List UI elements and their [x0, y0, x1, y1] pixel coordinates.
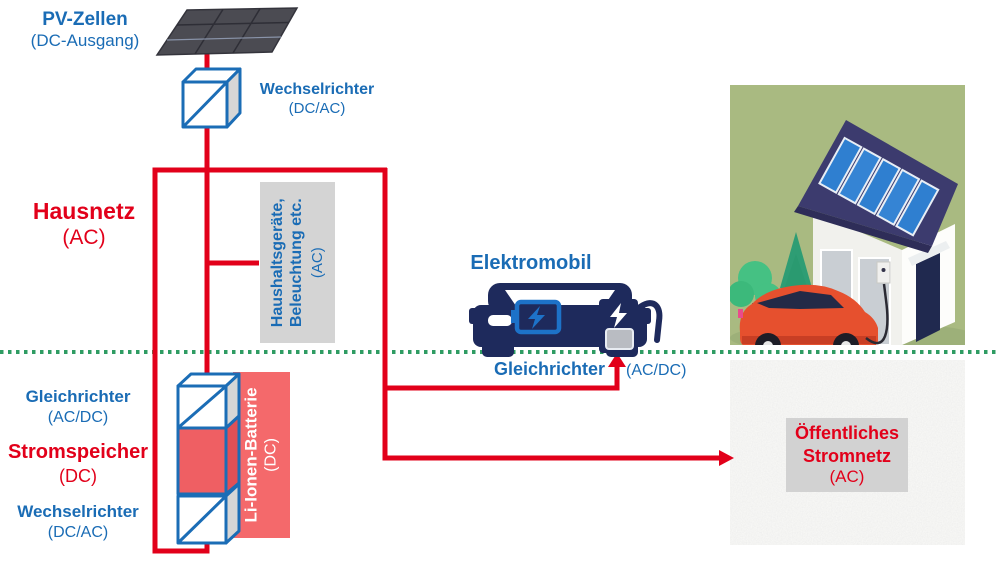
red-arrowheads	[556, 310, 734, 466]
storage-rectifier-label: Gleichrichter (AC/DC)	[0, 387, 156, 427]
pv-panel-icon	[155, 7, 299, 56]
inverter-top-subtitle: (DC/AC)	[288, 99, 346, 117]
pv-label: PV-Zellen (DC-Ausgang)	[5, 8, 165, 52]
hausnetz-label: Hausnetz (AC)	[18, 197, 150, 251]
public-grid-box: Öffentliches Stromnetz (AC)	[786, 418, 908, 492]
stack-battery-cell	[176, 426, 228, 496]
storage-subtitle: (DC)	[59, 466, 97, 487]
public-grid-line2: Stromnetz	[802, 445, 891, 466]
wire-to-grid	[382, 168, 722, 461]
storage-inverter-title: Wechselrichter	[17, 502, 139, 521]
charger-nozzle	[637, 300, 663, 343]
inverter-top-title: Wechselrichter	[259, 81, 375, 98]
pv-title: PV-Zellen	[42, 9, 128, 30]
scene-car-icon	[738, 261, 891, 345]
storage-title: Stromspeicher	[7, 441, 149, 463]
inverter-top-label: Wechselrichter (DC/AC)	[252, 80, 382, 118]
house-door	[916, 253, 940, 342]
stack-inverter-cube	[176, 494, 228, 545]
house-illustration	[730, 85, 965, 345]
public-grid-subtitle: (AC)	[829, 467, 865, 487]
appliances-line2: Beleuchtung etc.	[287, 198, 305, 327]
charger-bolt-icon	[610, 303, 627, 328]
charger-screen	[605, 328, 634, 350]
car-wheel-left	[482, 340, 514, 357]
wallbox-icon	[876, 261, 891, 284]
ev-rectifier-subtitle: (AC/DC)	[626, 362, 687, 379]
storage-inverter-label: Wechselrichter (DC/AC)	[0, 502, 156, 542]
storage-rectifier-title: Gleichrichter	[25, 387, 131, 406]
elektromobil-label: Elektromobil	[436, 251, 626, 275]
hausnetz-title: Hausnetz	[32, 198, 136, 224]
appliances-label: Haushaltsgeräte, Beleuchtung etc. (AC)	[260, 182, 335, 343]
inverter-cube-icon	[181, 67, 242, 129]
roof-solar-panels	[818, 136, 940, 237]
storage-rectifier-subtitle: (AC/DC)	[47, 408, 109, 426]
elektromobil-title: Elektromobil	[470, 252, 592, 274]
arrowhead-to-car-battery	[556, 310, 570, 326]
battery-subtitle: (DC)	[262, 438, 280, 472]
public-grid-line1: Öffentliches	[794, 423, 900, 444]
charging-station-icon	[599, 299, 663, 353]
ev-rectifier-subtitle-label: (AC/DC)	[626, 361, 690, 381]
storage-stack-icon	[176, 372, 241, 545]
appliances-line1: Haushaltsgeräte,	[268, 198, 286, 327]
battery-label: Li-Ionen-Batterie (DC)	[233, 372, 290, 538]
house-icon	[794, 120, 958, 345]
car-wheel-right	[606, 340, 638, 357]
arrowhead-to-charger	[608, 353, 626, 367]
car-battery-icon	[511, 299, 562, 335]
hausnetz-subtitle: (AC)	[62, 226, 106, 250]
appliances-subtitle: (AC)	[308, 247, 326, 278]
storage-inverter-subtitle: (DC/AC)	[47, 523, 109, 541]
stack-top-face	[176, 372, 241, 388]
wire-to-charger	[385, 363, 620, 391]
door-canopy	[908, 241, 950, 266]
stack-rectifier-cube	[176, 384, 228, 430]
pv-subtitle: (DC-Ausgang)	[30, 31, 140, 51]
ev-car-icon	[469, 283, 651, 357]
ev-rectifier-label: Gleichrichter	[467, 359, 605, 381]
storage-label: Stromspeicher (DC)	[0, 440, 156, 488]
battery-title: Li-Ionen-Batterie	[241, 387, 261, 523]
ev-rectifier-title: Gleichrichter	[493, 359, 605, 379]
charging-cable	[865, 283, 889, 345]
